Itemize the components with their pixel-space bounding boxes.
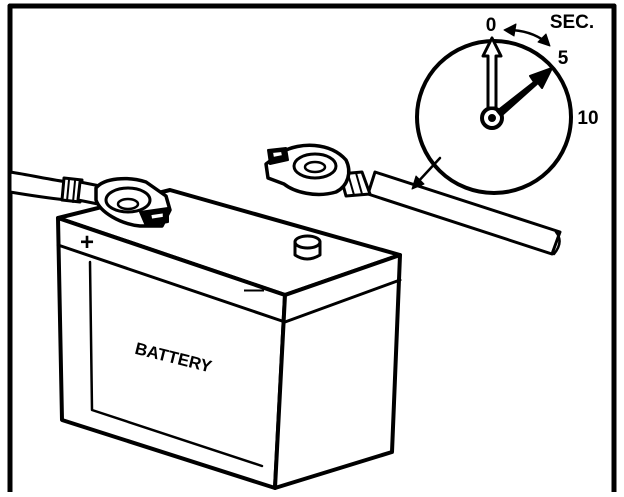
positive-terminal-marking: + xyxy=(80,229,94,256)
negative-terminal-marking: — xyxy=(244,279,264,301)
positive-cable-clamp-icon xyxy=(94,176,172,228)
illustration-frame xyxy=(7,3,617,495)
tick-label-5: 5 xyxy=(558,48,569,69)
time-unit-label: SEC. xyxy=(550,12,594,33)
battery-icon xyxy=(56,188,402,490)
tick-label-10: 10 xyxy=(577,108,598,129)
positive-cable xyxy=(8,170,102,206)
negative-cable-clamp-icon xyxy=(264,143,351,197)
stopwatch-icon xyxy=(411,23,573,195)
tick-label-0: 0 xyxy=(486,15,497,36)
negative-cable xyxy=(338,170,562,256)
